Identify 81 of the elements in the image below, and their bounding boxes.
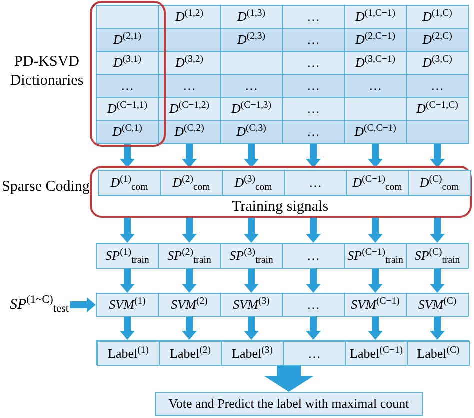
label-cell: Label$^{(1)}$ bbox=[97, 341, 160, 366]
arrow bbox=[368, 317, 383, 340]
dictionary-cell: D$^{(3,C)}$ bbox=[406, 51, 469, 75]
section-heading: PD-KSVD Dictionaries bbox=[9, 53, 85, 90]
label-cell: Label$^{(C)}$ bbox=[407, 341, 470, 366]
dictionary-cell bbox=[96, 5, 159, 29]
dictionary-cell: D$^{(C−1,3)}$ bbox=[220, 97, 283, 121]
svm-cell: SVM$^{(2)}$ bbox=[158, 293, 221, 317]
result-box: Vote and Predict the label with maximal count bbox=[155, 392, 423, 416]
dictionary-cell: … bbox=[96, 74, 159, 98]
arrow bbox=[430, 269, 445, 293]
svm-cell: SVM$^{(3)}$ bbox=[220, 293, 283, 317]
arrow bbox=[182, 269, 197, 293]
common-dictionary-cell: … bbox=[284, 170, 347, 196]
sparse-code-cell: … bbox=[282, 243, 345, 269]
dictionary-cell bbox=[344, 97, 407, 121]
dictionary-cell: D$^{(3,2)}$ bbox=[158, 51, 221, 75]
dictionary-cell: D$^{(1,2)}$ bbox=[158, 5, 221, 29]
arrow bbox=[306, 218, 321, 243]
arrow bbox=[120, 218, 135, 243]
dictionary-cell: D$^{(1,C)}$ bbox=[406, 5, 469, 29]
arrow bbox=[120, 317, 135, 340]
dictionary-cell: D$^{(C,1)}$ bbox=[96, 120, 159, 144]
label-cell: Label$^{(2)}$ bbox=[159, 341, 222, 366]
dictionary-cell: … bbox=[158, 74, 221, 98]
arrow bbox=[120, 269, 135, 293]
dictionary-cell: D$^{(2,1)}$ bbox=[96, 28, 159, 52]
arrow bbox=[368, 144, 383, 168]
dictionary-cell bbox=[158, 28, 221, 52]
dictionary-cell: … bbox=[282, 120, 345, 144]
arrow bbox=[244, 317, 259, 340]
dictionary-cell bbox=[406, 120, 469, 144]
dictionary-cell: … bbox=[282, 51, 345, 75]
arrow bbox=[244, 218, 259, 243]
arrow bbox=[368, 218, 383, 243]
arrow bbox=[182, 144, 197, 168]
label-cell: … bbox=[283, 341, 346, 366]
svm-cell: SVM$^{(C)}$ bbox=[406, 293, 469, 317]
label-cell: Label$^{(C−1)}$ bbox=[345, 341, 408, 366]
arrow bbox=[306, 269, 321, 293]
arrow bbox=[430, 218, 445, 243]
arrow bbox=[306, 317, 321, 340]
arrow bbox=[264, 365, 314, 392]
arrow bbox=[182, 317, 197, 340]
dictionary-cell bbox=[220, 51, 283, 75]
dictionary-cell: D$^{(2,3)}$ bbox=[220, 28, 283, 52]
dictionary-cell: … bbox=[282, 5, 345, 29]
arrow bbox=[182, 218, 197, 243]
dictionary-cell: … bbox=[220, 74, 283, 98]
dictionary-cell: D$^{(C,C−1)}$ bbox=[344, 120, 407, 144]
svm-cell: SVM$^{(C−1)}$ bbox=[344, 293, 407, 317]
arrow bbox=[430, 317, 445, 340]
dictionary-cell: D$^{(C−1,1)}$ bbox=[96, 97, 159, 121]
svm-cell: SVM$^{(1)}$ bbox=[96, 293, 159, 317]
dictionary-cell: D$^{(C−1,2)}$ bbox=[158, 97, 221, 121]
dictionary-cell: … bbox=[344, 74, 407, 98]
dictionary-cell: D$^{(1,C−1)}$ bbox=[344, 5, 407, 29]
arrow bbox=[70, 298, 96, 312]
dictionary-cell: … bbox=[282, 97, 345, 121]
dictionary-cell: D$^{(2,C−1)}$ bbox=[344, 28, 407, 52]
arrow bbox=[120, 144, 135, 168]
arrow bbox=[368, 269, 383, 293]
arrow bbox=[306, 144, 321, 168]
label-cell: Label$^{(3)}$ bbox=[221, 341, 284, 366]
dictionary-cell: D$^{(2,C)}$ bbox=[406, 28, 469, 52]
arrow bbox=[244, 269, 259, 293]
arrow bbox=[430, 144, 445, 168]
dictionary-cell: D$^{(C−1,C)}$ bbox=[406, 97, 469, 121]
dictionary-cell: D$^{(3,C−1)}$ bbox=[344, 51, 407, 75]
dictionary-cell: … bbox=[406, 74, 469, 98]
section-heading: Sparse Coding bbox=[2, 178, 90, 197]
dictionary-cell: D$^{(1,3)}$ bbox=[220, 5, 283, 29]
dictionary-cell: D$^{(C,2)}$ bbox=[158, 120, 221, 144]
label-row bbox=[96, 340, 469, 365]
arrow bbox=[244, 144, 259, 168]
dictionary-cell: D$^{(3,1)}$ bbox=[96, 51, 159, 75]
svm-cell: … bbox=[282, 293, 345, 317]
dictionary-cell: … bbox=[282, 74, 345, 98]
training-signals-label: Training signals bbox=[232, 198, 329, 217]
dictionary-cell: D$^{(C,3)}$ bbox=[220, 120, 283, 144]
dictionary-cell: … bbox=[282, 28, 345, 52]
